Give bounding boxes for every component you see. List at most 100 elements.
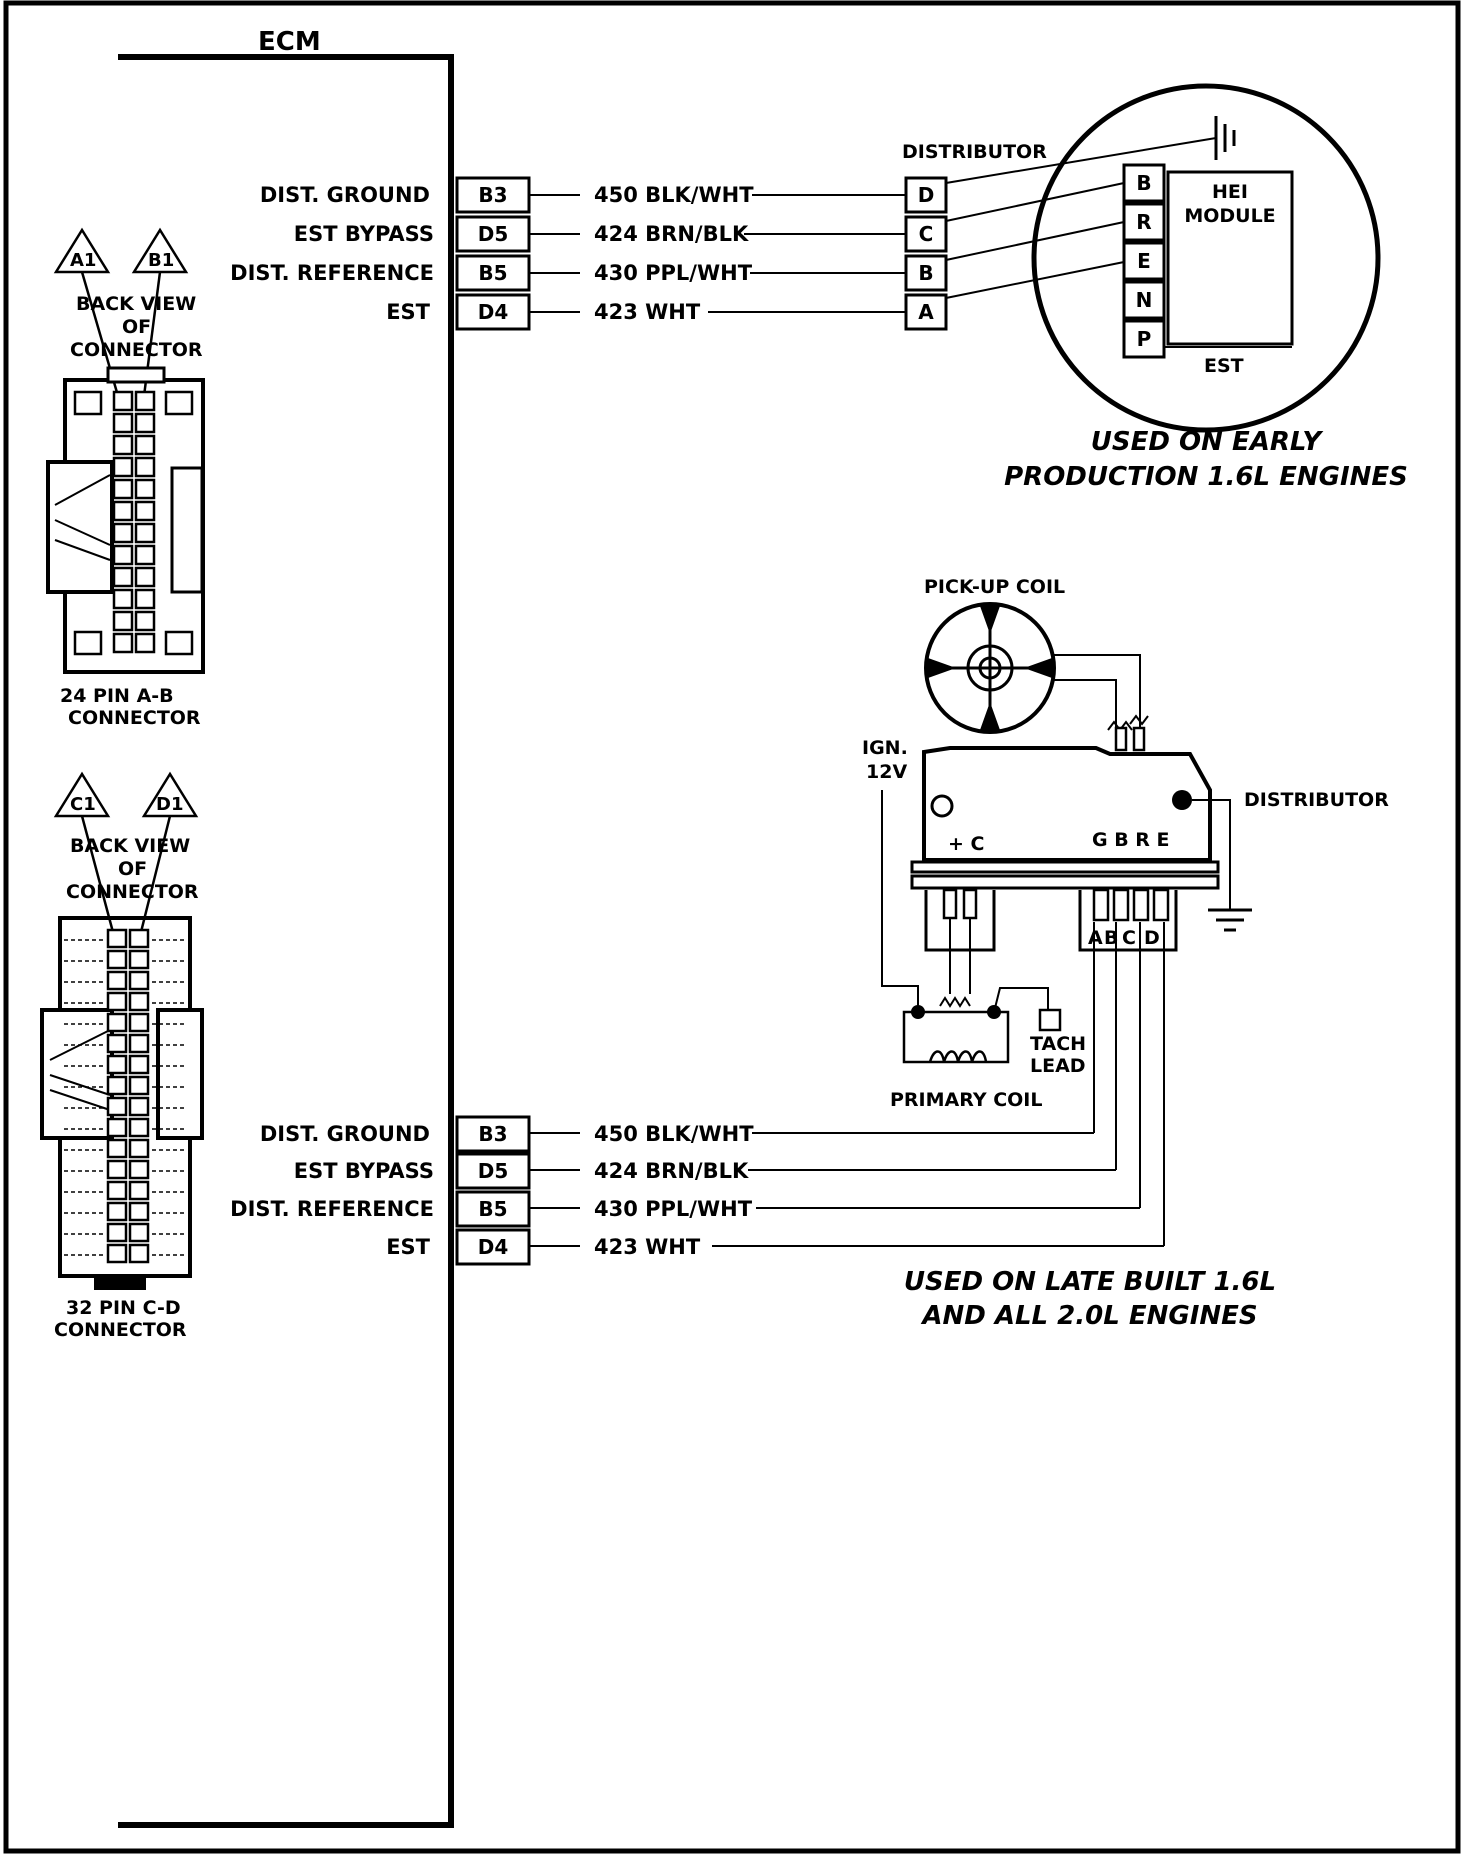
early-note-line-2: PRODUCTION 1.6L ENGINES <box>1004 462 1408 492</box>
primary-coil-label: PRIMARY COIL <box>890 1089 1042 1111</box>
ab-caption-line-1: 24 PIN A-B <box>60 685 174 707</box>
tach-terminal <box>1038 1008 1062 1032</box>
connector-pin <box>106 949 128 970</box>
connector-pin <box>112 522 134 544</box>
connector-pin <box>106 1180 128 1201</box>
bottom-wire-450: 450 BLK/WHT <box>594 1122 754 1146</box>
connector-pin <box>134 456 156 478</box>
connector-pin <box>134 522 156 544</box>
cd-caption-line-2: CONNECTOR <box>54 1319 187 1341</box>
bottom-label-dist-ground: DIST. GROUND <box>260 1122 430 1146</box>
top-pin-b3: B3 <box>478 183 507 207</box>
ecm-title: ECM <box>258 27 321 57</box>
hei-pin-p: P <box>1137 327 1152 351</box>
tach-label-2: LEAD <box>1030 1055 1086 1077</box>
connector-pin <box>128 949 150 970</box>
cd-view-line-2: OF <box>118 858 147 880</box>
early-distributor-label: DISTRIBUTOR <box>902 141 1047 163</box>
connector-pin <box>134 412 156 434</box>
connector-pin <box>112 632 134 654</box>
connector-pin <box>134 566 156 588</box>
triangle-c1-label: C1 <box>70 794 96 815</box>
hei-pin-e: E <box>1137 249 1151 273</box>
connector-pin <box>112 610 134 632</box>
connector-pin <box>134 478 156 500</box>
hei-label-1: HEI <box>1212 181 1248 203</box>
tach-label-1: TACH <box>1030 1033 1086 1055</box>
early-dist-pin-a: A <box>918 300 934 324</box>
connector-pin <box>134 632 156 654</box>
connector-pin <box>134 544 156 566</box>
bottom-wire-423: 423 WHT <box>594 1235 701 1259</box>
connector-pin <box>128 991 150 1012</box>
connector-pin <box>106 1222 128 1243</box>
late-note-line-1: USED ON LATE BUILT 1.6L <box>904 1267 1276 1297</box>
connector-pin <box>112 544 134 566</box>
connector-pin <box>106 1243 128 1264</box>
cd-view-line-3: CONNECTOR <box>66 881 199 903</box>
late-term-c: C <box>1122 927 1136 949</box>
circuits-top: DIST. GROUND EST BYPASS DIST. REFERENCE … <box>230 176 906 331</box>
connector-pin <box>128 1243 150 1264</box>
hei-est-label: EST <box>1204 355 1244 377</box>
connector-pin <box>128 1138 150 1159</box>
connector-cd: C1 D1 BACK VIEW OF CONNECTOR 32 PIN C-D … <box>40 771 204 1341</box>
late-plus-c-label: + C <box>948 833 984 855</box>
late-term-a: A <box>1088 927 1103 949</box>
connector-pin <box>106 1033 128 1054</box>
ecm-boundary <box>118 54 454 1828</box>
connector-pin <box>128 970 150 991</box>
late-gbre-label: G B R E <box>1092 829 1170 851</box>
bottom-wire-424: 424 BRN/BLK <box>594 1159 749 1183</box>
connector-pin <box>128 1054 150 1075</box>
triangle-a1-label: A1 <box>70 250 96 271</box>
connector-pin <box>112 500 134 522</box>
connector-pin <box>128 1180 150 1201</box>
bottom-pin-b5: B5 <box>478 1197 507 1221</box>
connector-pin <box>128 1096 150 1117</box>
top-wire-450: 450 BLK/WHT <box>594 183 754 207</box>
ab-pin-grid <box>112 390 156 654</box>
top-label-dist-ground: DIST. GROUND <box>260 183 430 207</box>
connector-pin <box>134 610 156 632</box>
hei-pin-r: R <box>1136 210 1151 234</box>
connector-pin <box>106 1201 128 1222</box>
connector-pin <box>106 1159 128 1180</box>
connector-pin <box>106 991 128 1012</box>
connector-pin <box>112 588 134 610</box>
connector-pin <box>134 390 156 412</box>
connector-pin <box>134 588 156 610</box>
late-note-line-2: AND ALL 2.0L ENGINES <box>920 1301 1257 1331</box>
top-label-est-bypass: EST BYPASS <box>294 222 434 246</box>
connector-pin <box>106 1075 128 1096</box>
connector-pin <box>106 1117 128 1138</box>
ab-right-latch <box>170 466 204 594</box>
bottom-label-est: EST <box>386 1235 430 1259</box>
connector-pin <box>106 1012 128 1033</box>
triangle-b1-label: B1 <box>148 250 174 271</box>
connector-pin <box>128 1033 150 1054</box>
connector-ab: A1 B1 BACK VIEW OF CONNECTOR 24 PIN A-B … <box>46 227 205 729</box>
ign-label: IGN. <box>862 737 908 759</box>
ab-caption-line-2: CONNECTOR <box>68 707 201 729</box>
connector-pin <box>106 1096 128 1117</box>
early-dist-pin-c: C <box>919 222 934 246</box>
connector-pin <box>128 1012 150 1033</box>
connector-pin <box>128 1222 150 1243</box>
connector-pin <box>134 434 156 456</box>
cd-left-latch <box>40 1008 114 1140</box>
ab-left-latch <box>46 460 114 594</box>
connector-pin <box>128 1201 150 1222</box>
top-pin-b5: B5 <box>478 261 507 285</box>
ign-12v-label: 12V <box>866 761 907 783</box>
hei-pin-b: B <box>1136 171 1151 195</box>
early-distributor: DISTRIBUTOR D C B A HEI MODULE B R E N P… <box>902 83 1408 492</box>
top-label-dist-reference: DIST. REFERENCE <box>230 261 434 285</box>
early-dist-pin-d: D <box>918 183 935 207</box>
top-pin-d5: D5 <box>478 222 509 246</box>
early-magnifier-circle <box>1031 83 1381 433</box>
bottom-wire-430: 430 PPL/WHT <box>594 1197 753 1221</box>
ab-view-line-1: BACK VIEW <box>76 293 196 315</box>
late-term-b: B <box>1104 927 1118 949</box>
